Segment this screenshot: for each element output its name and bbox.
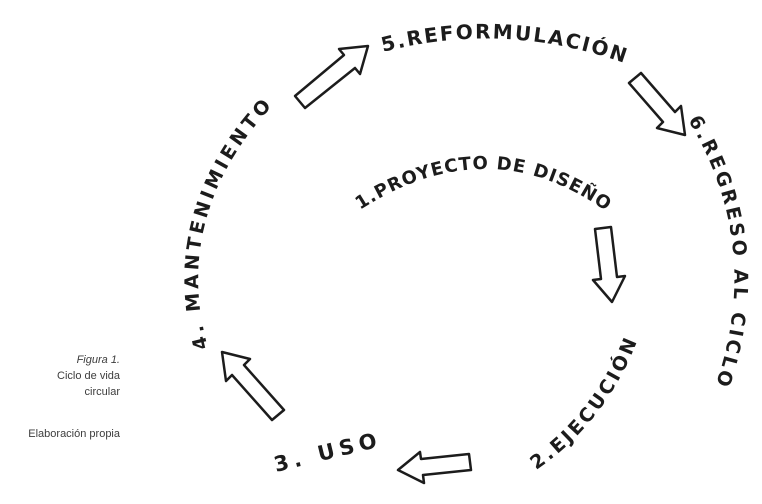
arrow-ejecucion-to-uso — [396, 450, 473, 485]
stage-label-proyecto-de-diseno: 1.PROYECTO DE DISEÑO — [352, 153, 616, 216]
figure-caption-source: Elaboración propia — [28, 428, 120, 440]
stage-label-ejecucion: 2.EJECUCIÓN — [526, 332, 643, 474]
arrow-mantenimiento-to-reformulacion — [293, 44, 370, 110]
arrow-uso-to-mantenimiento — [220, 350, 286, 422]
figure-caption: Figura 1. Ciclo de vida circular Elabora… — [6, 352, 120, 442]
stage-label-reformulacion: 5.REFORMULACIÓN — [379, 19, 632, 68]
stage-label-mantenimiento: 4. MANTENIMIENTO — [181, 93, 278, 353]
stage-label-regreso-al-ciclo: 6.REGRESO AL CICLO — [684, 112, 752, 393]
figure-caption-subtitle-line1: Ciclo de vida — [57, 370, 120, 382]
figure-caption-title: Figura 1. — [76, 354, 120, 366]
arrow-reformulacion-to-regreso — [627, 71, 687, 137]
stage-label-uso: 3. USO — [271, 427, 384, 477]
arrow-proyecto-to-ejecucion — [591, 225, 627, 304]
figure-caption-subtitle-line2: circular — [84, 386, 120, 398]
